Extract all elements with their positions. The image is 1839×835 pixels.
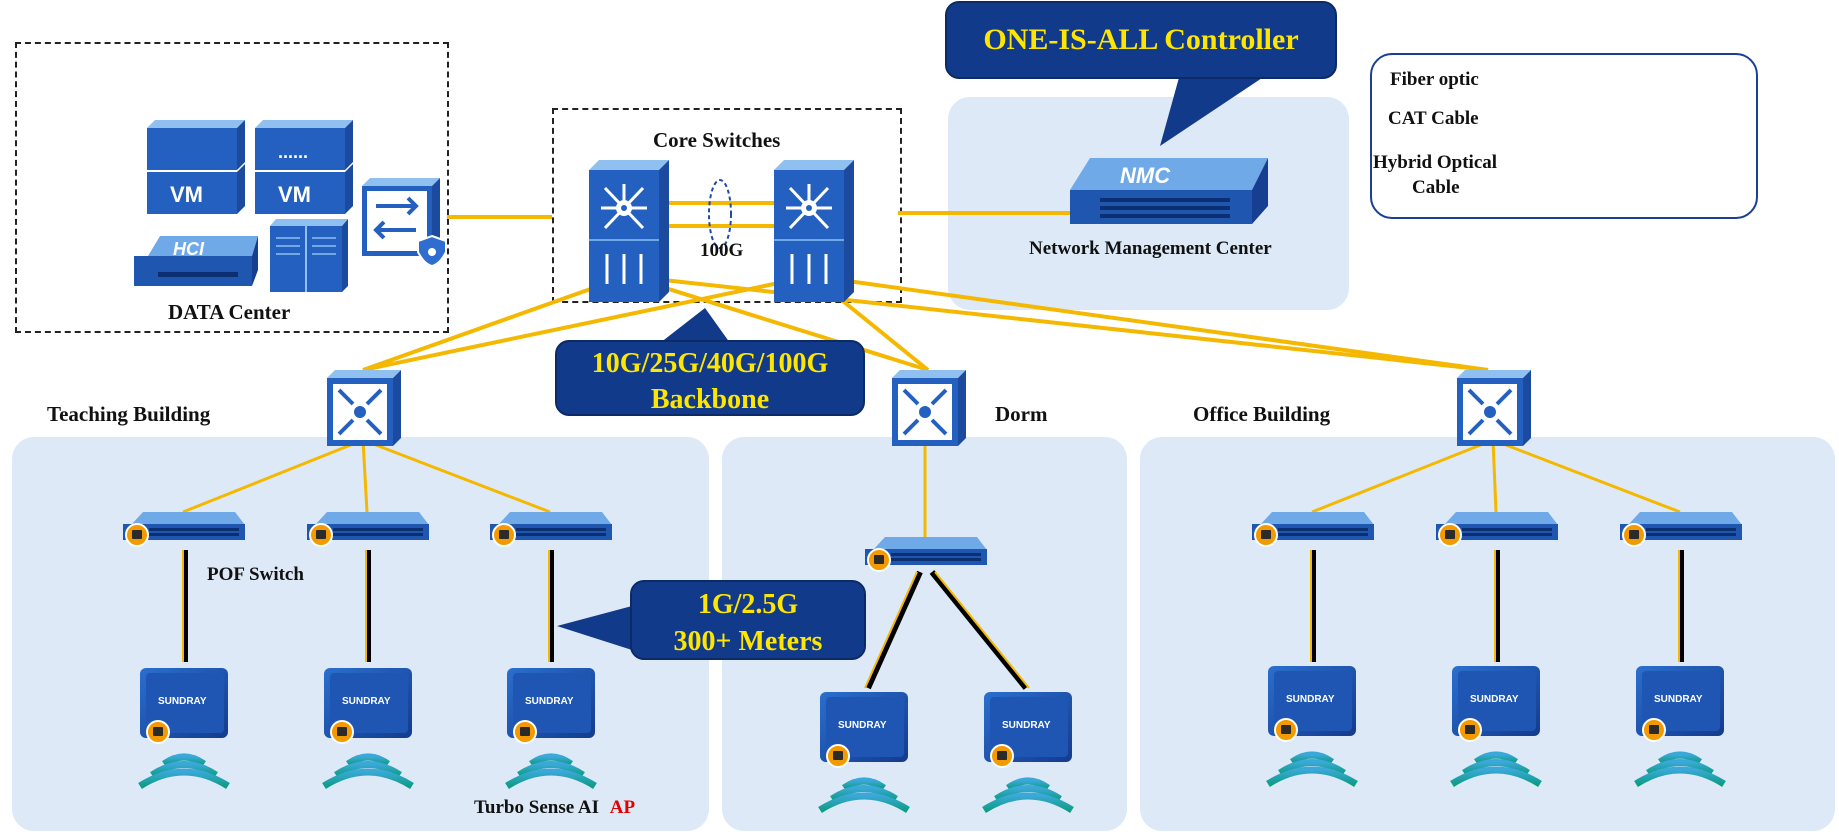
nmc-label: Network Management Center (1029, 238, 1272, 259)
access-point-office-2 (1452, 666, 1540, 784)
core-switches-box (552, 108, 902, 303)
core-switch-right (772, 158, 856, 304)
turbo-sense-label: Turbo Sense AI AP (474, 797, 635, 819)
core-link-speed: 100G (700, 240, 744, 261)
legend-fiber-label: Fiber optic (1390, 69, 1479, 90)
backbone-bubble-tail (660, 308, 730, 343)
controller-bubble: ONE-IS-ALL Controller (945, 1, 1337, 79)
distribution-links (182, 438, 1681, 537)
vm-server-2 (255, 120, 353, 214)
access-bubble: 1G/2.5G 300+ Meters (630, 580, 866, 660)
vm-label-2: VM (278, 182, 311, 207)
ap-brand-4: SUNDRAY (838, 720, 887, 731)
ap-brand-1: SUNDRAY (158, 696, 207, 707)
access-point-teaching-1 (140, 668, 228, 786)
legend-cat-label: CAT Cable (1388, 108, 1479, 129)
ap-brand-7: SUNDRAY (1470, 694, 1519, 705)
nmc-appliance (1070, 158, 1268, 224)
access-point-teaching-3 (507, 668, 595, 786)
data-center-box (15, 42, 449, 333)
pof-switch-office-3 (1619, 511, 1743, 547)
ap-brand-2: SUNDRAY (342, 696, 391, 707)
backbone-bubble: 10G/25G/40G/100G Backbone (555, 340, 865, 416)
ap-brand-8: SUNDRAY (1654, 694, 1703, 705)
hci-appliance (134, 236, 258, 286)
pof-switch-teaching-2 (306, 511, 430, 547)
core-switches-label: Core Switches (653, 128, 781, 152)
controller-bubble-tail (1160, 74, 1268, 146)
vm-server-1 (147, 120, 245, 214)
legend-hybrid-label-1: Hybrid Optical (1373, 152, 1498, 173)
turbo-sense-ap: AP (609, 797, 636, 818)
ap-brand-6: SUNDRAY (1286, 694, 1335, 705)
vm-label-1: VM (170, 182, 203, 207)
firewall-switch (362, 178, 447, 268)
aggregation-switch-office (1455, 368, 1533, 448)
pof-switch-teaching-1 (122, 511, 246, 547)
access-distance: 300+ Meters (673, 626, 823, 657)
core-switch-left (587, 158, 671, 304)
hybrid-cables (182, 550, 1684, 690)
turbo-sense-text: Turbo Sense AI (474, 797, 599, 818)
aggregation-switch-dorm (890, 368, 968, 448)
data-center-label: DATA Center (168, 300, 291, 324)
ap-brand-5: SUNDRAY (1002, 720, 1051, 731)
access-speed: 1G/2.5G (697, 589, 799, 620)
storage-server (270, 219, 348, 292)
backbone-links (362, 201, 1489, 372)
pof-switch-office-1 (1251, 511, 1375, 547)
teaching-building-label: Teaching Building (47, 402, 211, 426)
access-point-office-3 (1636, 666, 1724, 784)
office-building-label: Office Building (1193, 402, 1331, 426)
dorm-label: Dorm (995, 402, 1048, 426)
legend-hybrid-label-2: Cable (1412, 177, 1460, 198)
hci-label: HCI (173, 239, 205, 259)
cable-legend (1370, 53, 1758, 219)
pof-switch-label: POF Switch (207, 564, 304, 585)
controller-title: ONE-IS-ALL Controller (983, 23, 1299, 56)
nmc-badge: NMC (1120, 163, 1171, 188)
backbone-speed: 10G/25G/40G/100G (591, 348, 829, 379)
access-bubble-tail (557, 606, 632, 650)
backbone-label: Backbone (650, 384, 770, 415)
access-point-teaching-2 (324, 668, 412, 786)
pof-switch-teaching-3 (489, 511, 613, 547)
access-point-dorm-2 (984, 692, 1072, 810)
aggregation-switch-teaching (325, 368, 403, 448)
link-aggregation-ring (708, 179, 732, 249)
pof-switch-dorm (864, 536, 988, 572)
ap-brand-3: SUNDRAY (525, 696, 574, 707)
vm-dots: ...... (278, 142, 308, 162)
access-point-dorm-1 (820, 692, 908, 810)
pof-switch-office-2 (1435, 511, 1559, 547)
access-point-office-1 (1268, 666, 1356, 784)
